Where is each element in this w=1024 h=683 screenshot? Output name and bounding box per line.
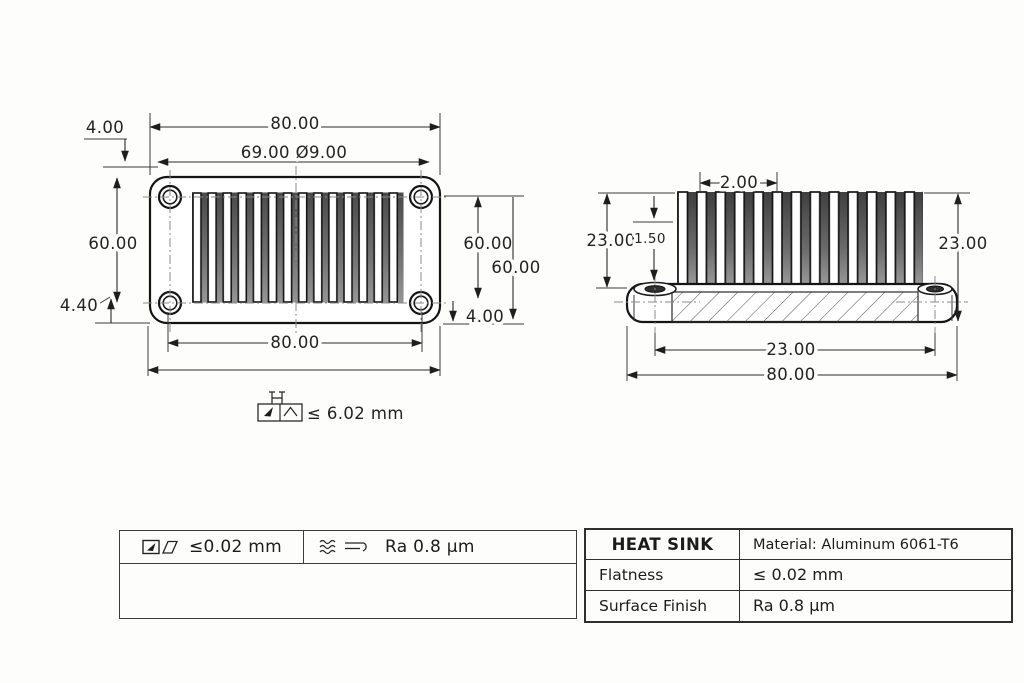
dim-fin-thickness: 1.50 <box>634 231 666 247</box>
dim-height-left: 60.00 <box>88 234 137 253</box>
dim-hole-spacing: 23.00 <box>766 340 815 359</box>
surface-roughness-icon <box>319 539 367 555</box>
surface-finish-value: Ra 0.8 μm <box>753 596 835 616</box>
side-view-hatch <box>671 291 919 323</box>
dim-side-height-right: 23.00 <box>938 234 987 253</box>
side-view: 2.00 23.00 1.50 23.00 23.00 80.00 <box>583 170 991 388</box>
title-block: HEAT SINK Material: Aluminum 6061-T6 Fla… <box>584 528 1013 623</box>
dim-offset-bottom-right: 4.00 <box>466 307 504 326</box>
tolerance-row: ≤0.02 mm Ra 0.8 μm <box>120 531 576 564</box>
tolerance-bar: ≤0.02 mm Ra 0.8 μm <box>119 530 577 619</box>
dim-height-right-outer: 60.00 <box>491 258 540 277</box>
flatness-value: ≤ 0.02 mm <box>740 560 1011 591</box>
dim-fin-pitch: 2.00 <box>720 173 758 192</box>
dim-offset-bottom-left: 4.40 <box>60 296 98 315</box>
engineering-drawing: 80.00 69.00 Ø9.00 4.00 60.00 60.00 60.00… <box>56 111 991 427</box>
flatness-callout: ≤ 6.02 mm <box>257 391 407 427</box>
top-view-fin-array <box>192 192 404 303</box>
flatness-callout-value: ≤ 6.02 mm <box>307 404 404 423</box>
part-name: HEAT SINK <box>586 530 740 561</box>
top-view-centerlines <box>143 166 448 336</box>
side-view-dimensions: 2.00 23.00 1.50 23.00 23.00 80.00 <box>583 170 991 388</box>
dim-top-width: 80.00 <box>270 114 319 133</box>
dim-fin-span-hole: 69.00 Ø9.00 <box>241 143 348 162</box>
dim-side-height-left: 23.00 <box>586 231 635 250</box>
dim-bottom-width: 80.00 <box>270 333 319 352</box>
tolerance-flatness-value: ≤0.02 mm <box>189 537 283 557</box>
tolerance-surface-value: Ra 0.8 μm <box>385 537 475 557</box>
gdt-callout-frame-icon <box>257 391 303 422</box>
tolerance-flatness-cell: ≤0.02 mm <box>120 531 304 563</box>
side-view-fin-array <box>677 191 923 287</box>
flatness-label: Flatness <box>586 560 740 591</box>
gdt-flatness-frame-icon <box>142 539 178 555</box>
dim-side-overall-width: 80.00 <box>766 365 815 384</box>
tolerance-surface-cell: Ra 0.8 μm <box>304 531 576 563</box>
dim-height-right-inner: 60.00 <box>463 234 512 253</box>
surface-finish-label: Surface Finish <box>586 590 740 621</box>
top-view: 80.00 69.00 Ø9.00 4.00 60.00 60.00 60.00… <box>56 111 544 427</box>
dim-offset-top-left: 4.00 <box>86 118 124 137</box>
top-view-dimensions: 80.00 69.00 Ø9.00 4.00 60.00 60.00 60.00… <box>56 111 544 376</box>
material-spec: Material: Aluminum 6061-T6 <box>740 530 1011 561</box>
